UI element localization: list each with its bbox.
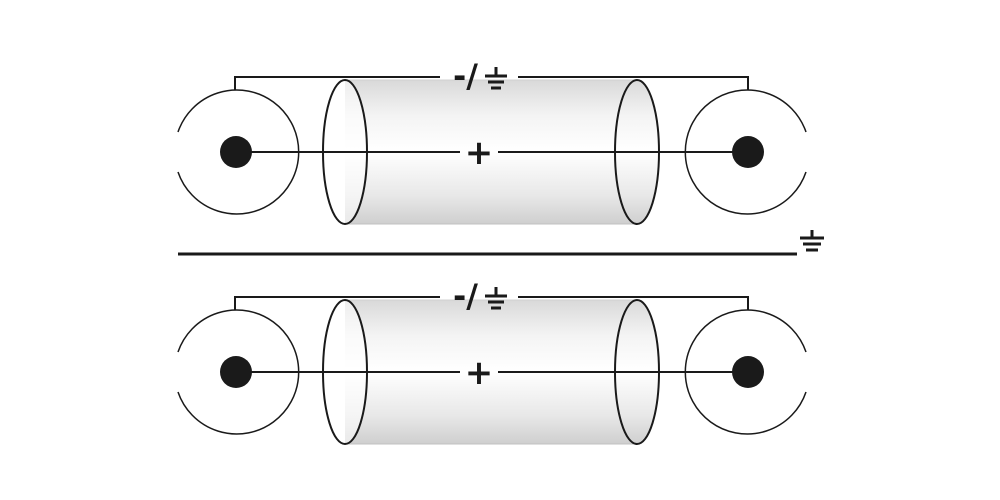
cable-bottom: -/ + bbox=[177, 277, 807, 445]
shield-wire bbox=[518, 296, 749, 310]
center-pin-right bbox=[732, 136, 764, 168]
shield-label: -/ bbox=[453, 277, 478, 315]
shared-ground-line bbox=[178, 230, 824, 256]
core-label: + bbox=[465, 133, 494, 173]
shield-wire bbox=[234, 76, 440, 90]
center-pin-right bbox=[732, 356, 764, 388]
ground-icon bbox=[800, 230, 824, 252]
center-pin-left bbox=[220, 356, 252, 388]
center-pin-left bbox=[220, 136, 252, 168]
ground-icon bbox=[485, 67, 507, 90]
shield-wire bbox=[518, 76, 749, 90]
shield-wire bbox=[234, 296, 440, 310]
core-label: + bbox=[465, 353, 494, 393]
shield-label: -/ bbox=[453, 57, 478, 95]
ground-icon bbox=[485, 287, 507, 310]
cable-top: -/ + bbox=[177, 57, 807, 225]
